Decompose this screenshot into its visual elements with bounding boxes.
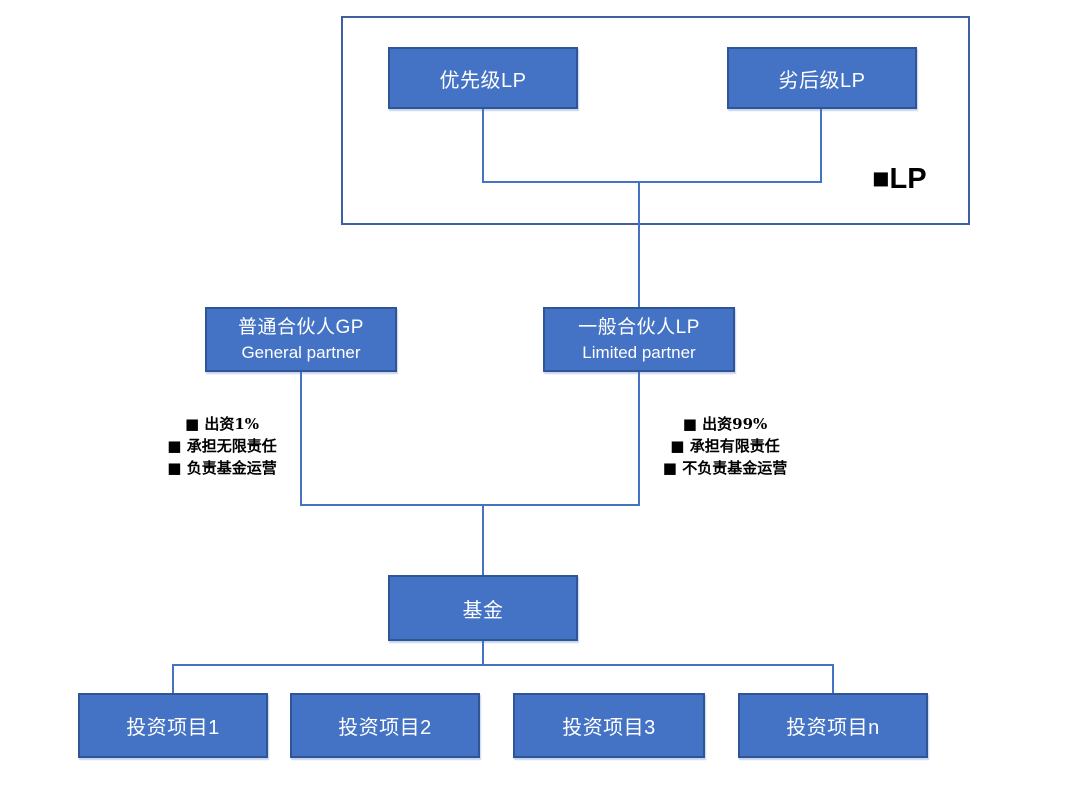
senior-lp-label: 优先级LP xyxy=(439,69,527,92)
gp-note-line: ■ 负责基金运营 xyxy=(167,459,277,477)
connector-junior-lp-down xyxy=(820,109,822,181)
project-box-2: 投资项目2 xyxy=(290,693,480,758)
connector-lp-bracket xyxy=(482,181,822,183)
junior-lp-box: 劣后级LP xyxy=(727,47,917,109)
limited-partner-title: 一般合伙人LP xyxy=(578,316,700,338)
lp-group-badge: ■LP xyxy=(872,163,927,195)
lp-notes: ■ 出资99% ■ 承担有限责任 ■ 不负责基金运营 xyxy=(620,413,830,479)
connector-gp-down xyxy=(300,372,302,504)
connector-partner-bracket xyxy=(300,504,640,506)
connector-projects-bracket xyxy=(172,664,834,666)
general-partner-box: 普通合伙人GP General partner xyxy=(205,307,397,372)
fund-box: 基金 xyxy=(388,575,578,641)
project-box-n: 投资项目n xyxy=(738,693,928,758)
connector-fund-down xyxy=(482,641,484,664)
connector-to-project-n xyxy=(832,664,834,693)
senior-lp-box: 优先级LP xyxy=(388,47,578,109)
lp-note-line: ■ 承担有限责任 xyxy=(670,437,780,455)
project-label: 投资项目2 xyxy=(338,717,432,739)
lp-group-container xyxy=(341,16,970,225)
connector-senior-lp-down xyxy=(482,109,484,181)
junior-lp-label: 劣后级LP xyxy=(778,69,866,92)
lp-note-line: ■ 不负责基金运营 xyxy=(662,459,788,477)
project-label: 投资项目n xyxy=(786,717,880,739)
gp-note-line: ■ 出资1% xyxy=(184,415,260,433)
project-label: 投资项目3 xyxy=(562,717,656,739)
limited-partner-subtitle: Limited partner xyxy=(582,342,696,362)
connector-lp-down xyxy=(638,372,640,504)
gp-note-line: ■ 承担无限责任 xyxy=(167,437,277,455)
fund-label: 基金 xyxy=(462,599,504,622)
project-label: 投资项目1 xyxy=(126,717,220,739)
connector-to-project-1 xyxy=(172,664,174,693)
project-box-1: 投资项目1 xyxy=(78,693,268,758)
lp-note-line: ■ 出资99% xyxy=(682,415,768,433)
project-box-3: 投资项目3 xyxy=(513,693,705,758)
connector-bracket-to-fund xyxy=(482,504,484,576)
gp-notes: ■ 出资1% ■ 承担无限责任 ■ 负责基金运营 xyxy=(117,413,327,479)
connector-lp-group-to-limited-partner xyxy=(638,181,640,307)
limited-partner-box: 一般合伙人LP Limited partner xyxy=(543,307,735,372)
general-partner-subtitle: General partner xyxy=(241,342,361,362)
general-partner-title: 普通合伙人GP xyxy=(238,316,364,338)
